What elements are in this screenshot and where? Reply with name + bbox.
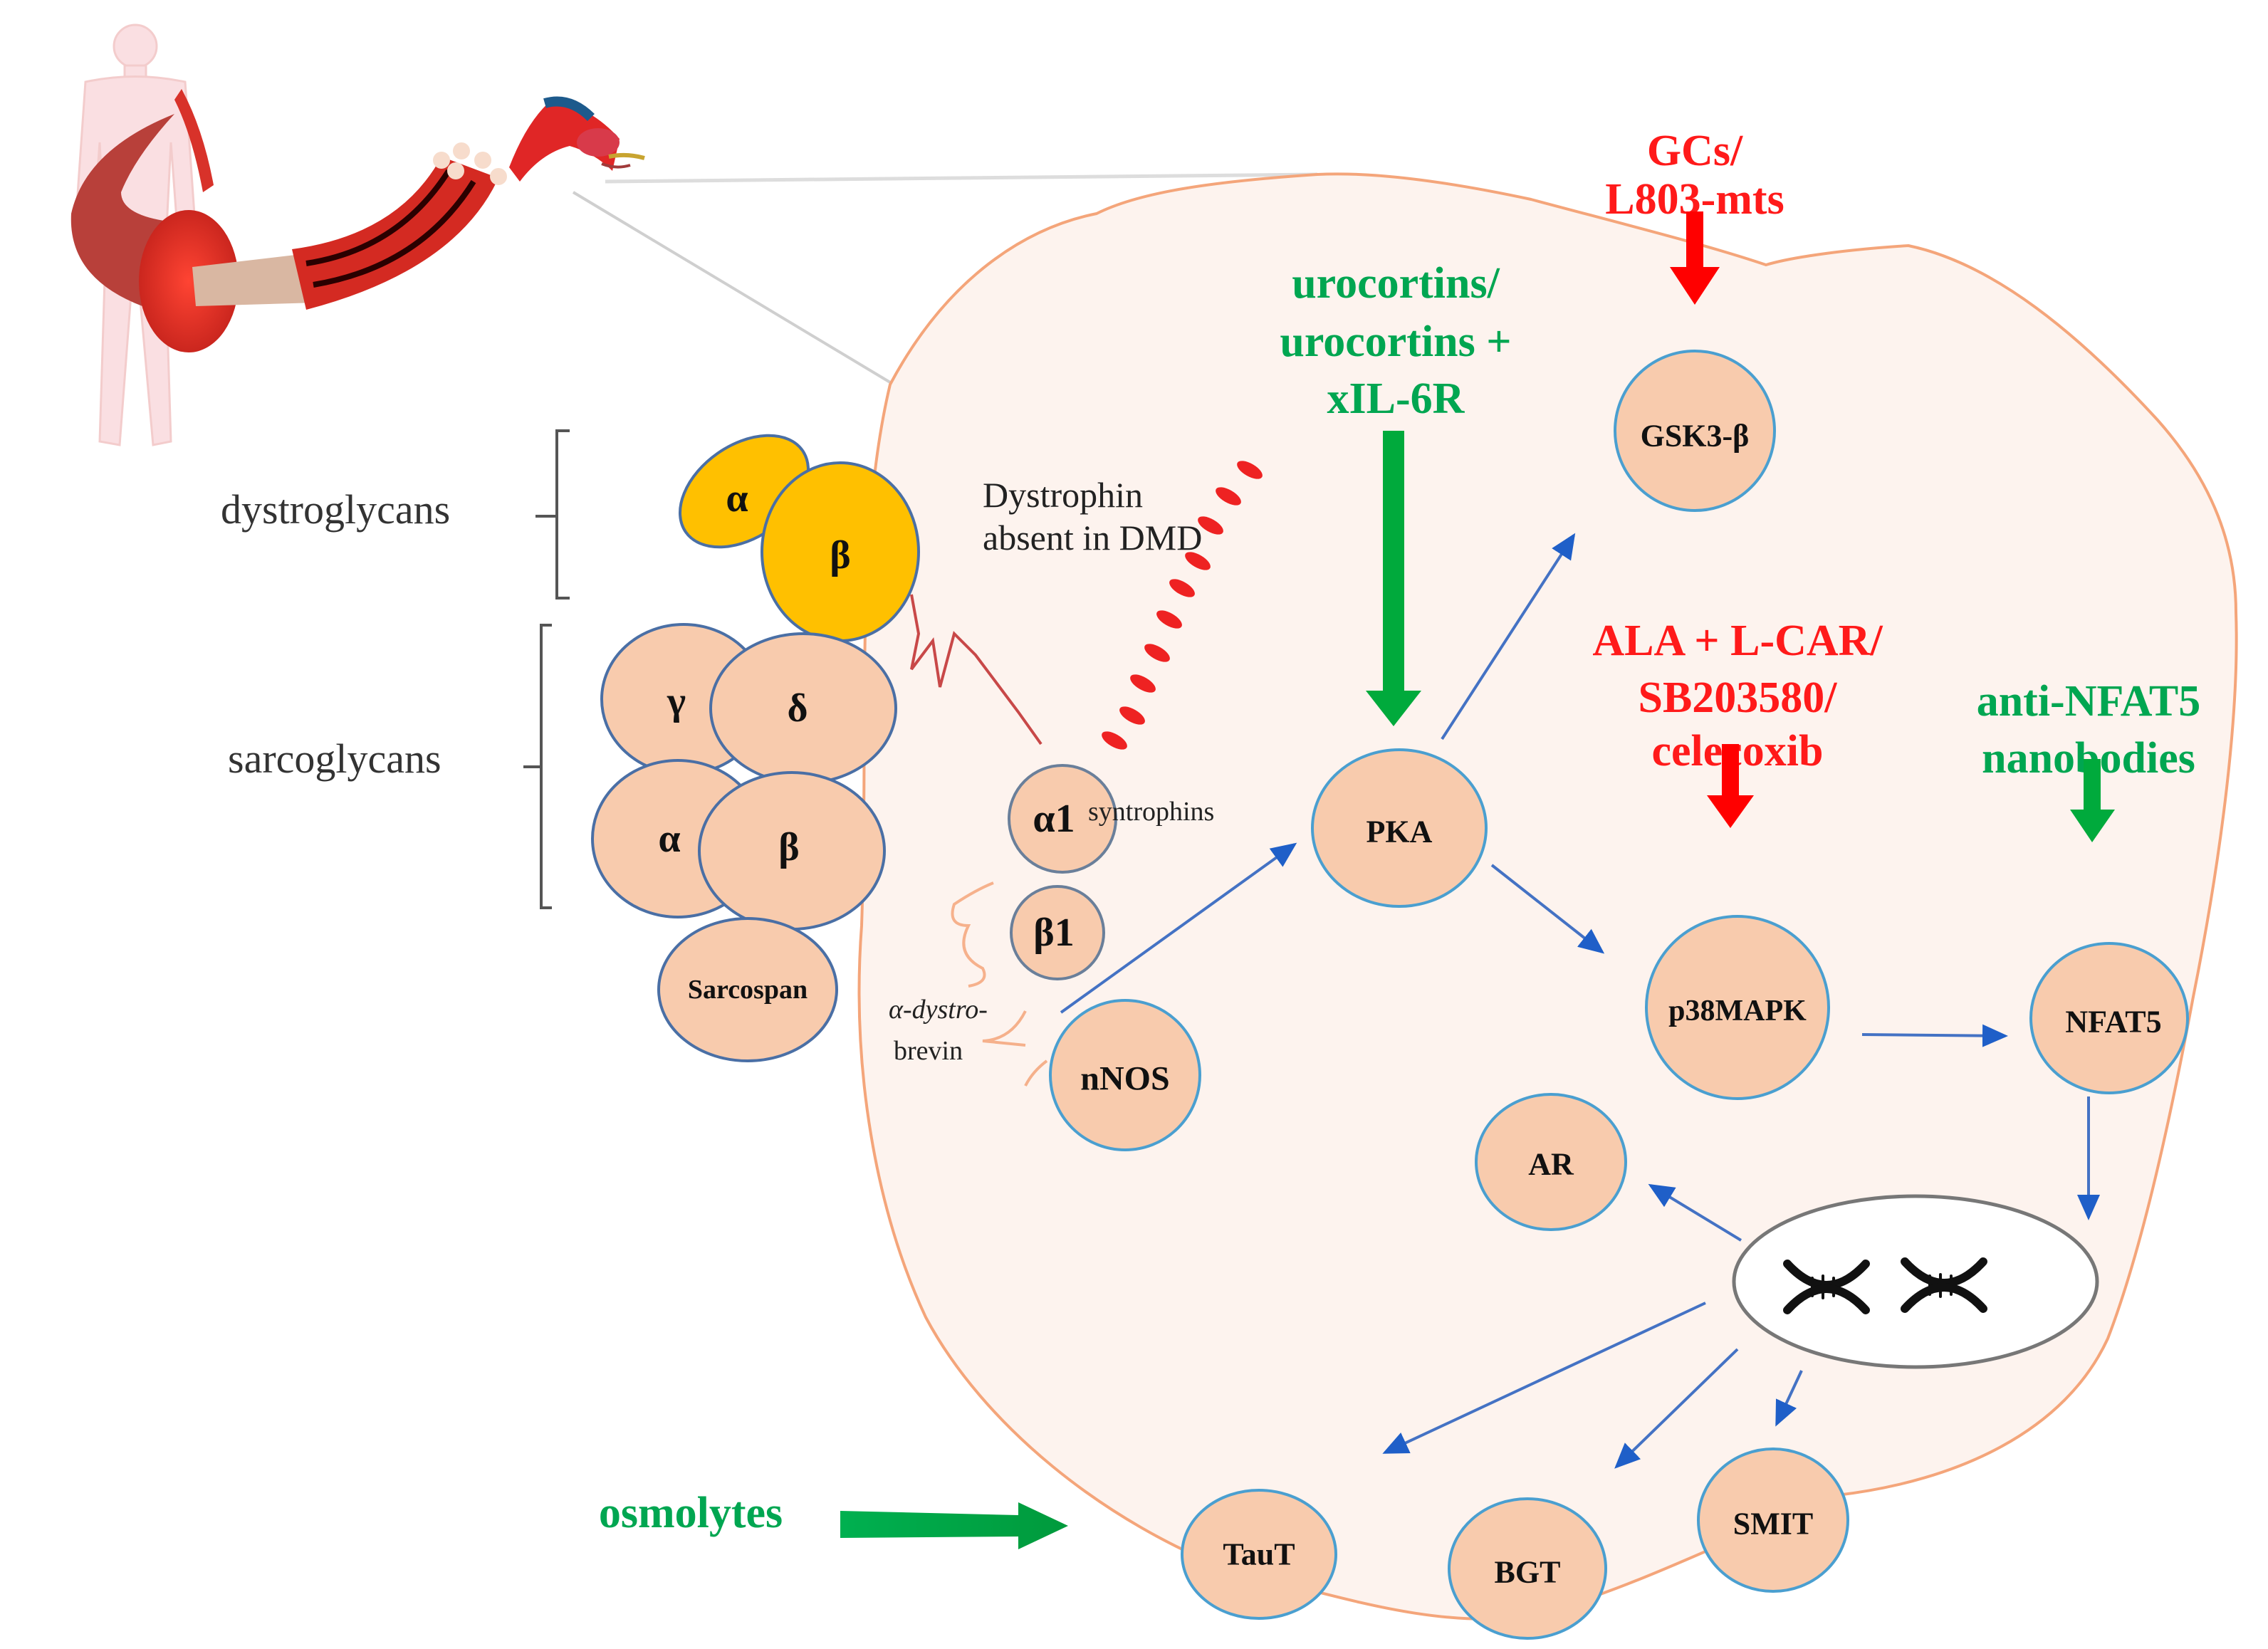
node-taut-label: TauT (1223, 1537, 1295, 1572)
dystrophin-note-line1: Dystrophin (983, 475, 1143, 515)
dystroglycans-label: dystroglycans (221, 486, 450, 533)
sarcoglycan-gamma-label: γ (667, 679, 686, 723)
drug-anti-nfat5-line1: anti-NFAT5 (1977, 677, 2201, 726)
arrow-urocortins-to-pka (1366, 431, 1421, 726)
sarcospan[interactable]: Sarcospan (657, 917, 838, 1062)
node-smit[interactable]: SMIT (1697, 1448, 1849, 1593)
sarcoglycan-alpha-label: α (658, 817, 680, 861)
arrow-nucleus-to-taut (1382, 1302, 1706, 1454)
arrow-anti-nfat5-to-nfat5 (2070, 759, 2115, 842)
sarcoglycans-bracket (523, 624, 552, 909)
node-gsk3b-label: GSK3-β (1641, 419, 1750, 454)
drug-osmolytes-label: osmolytes (599, 1489, 783, 1537)
arrow-ala-to-p38mapk (1707, 744, 1754, 828)
muscle-anatomy-illustration (70, 23, 1318, 446)
arm-muscle-icon (174, 89, 214, 192)
node-nfat5[interactable]: NFAT5 (2029, 942, 2189, 1094)
arrow-nucleus-to-ar (1648, 1183, 1742, 1242)
sarcoglycan-beta[interactable]: β (698, 771, 886, 931)
dystroglycan-beta[interactable]: β (761, 461, 920, 642)
dystrobrevin-label-line1: α-dystro- (889, 995, 988, 1025)
node-p38mapk[interactable]: p38MAPK (1645, 915, 1830, 1100)
node-ar[interactable]: AR (1475, 1093, 1627, 1231)
signal-arrows (1060, 533, 2100, 1469)
dystrobrevin-label-line2: brevin (894, 1036, 963, 1066)
arrow-gcs-to-gsk3b (1670, 211, 1720, 305)
node-p38mapk-label: p38MAPK (1668, 995, 1807, 1027)
node-pka[interactable]: PKA (1311, 748, 1488, 908)
dna-helix-icon (1783, 1257, 1987, 1314)
node-nfat5-label: NFAT5 (2065, 1005, 2161, 1040)
sarcospan-label: Sarcospan (688, 975, 808, 1005)
drug-urocortins-line1: urocortins/ (1292, 259, 1500, 308)
arrow-pka-to-p38mapk (1490, 864, 1605, 954)
zoom-guide-line-top (605, 172, 1318, 184)
dystroglycans-bracket (535, 429, 570, 600)
muscle-fascicle-icon (292, 142, 507, 310)
arrow-p38mapk-to-nfat5 (1861, 1024, 2008, 1047)
arrow-nucleus-to-smit (1775, 1370, 1803, 1427)
node-bgt-label: BGT (1495, 1555, 1561, 1590)
syntrophins-label: syntrophins (1088, 797, 1214, 827)
dystroglycan-alpha-label: α (726, 476, 748, 520)
node-nnos-label: nNOS (1080, 1060, 1169, 1098)
node-smit-label: SMIT (1733, 1507, 1813, 1541)
sarcoglycan-delta[interactable]: δ (709, 632, 897, 785)
muscle-belly-icon (70, 114, 317, 352)
syntrophin-alpha1[interactable]: α1 (1008, 764, 1117, 874)
sarcoglycans-label: sarcoglycans (228, 735, 441, 782)
syntrophin-beta1-label: β1 (1033, 911, 1075, 955)
node-bgt[interactable]: BGT (1448, 1497, 1607, 1640)
node-ar-label: AR (1528, 1147, 1574, 1182)
dystrophin-absent-dashes (1102, 461, 1263, 750)
arrow-osmolytes-to-taut (840, 1502, 1068, 1549)
drug-ala-line2: SB203580/ (1638, 674, 1837, 722)
syntrophin-alpha1-label: α1 (1033, 797, 1075, 841)
arrow-pka-to-gsk3b (1441, 533, 1576, 740)
drug-ala-line1: ALA + L-CAR/ (1592, 617, 1883, 665)
sarcoglycan-delta-label: δ (787, 686, 808, 731)
dystrophin-note-line2: absent in DMD (983, 518, 1202, 557)
dystrobrevin-squiggle (951, 881, 1048, 1087)
node-gsk3b[interactable]: GSK3-β (1614, 350, 1776, 512)
drug-urocortins-line3: xIL-6R (1327, 375, 1465, 423)
dystroglycan-beta-label: β (830, 533, 851, 577)
syntrophin-beta1[interactable]: β1 (1010, 885, 1105, 980)
arrow-nnos-to-pka (1060, 842, 1297, 1014)
node-nnos[interactable]: nNOS (1049, 999, 1201, 1151)
arrow-nucleus-to-bgt (1614, 1348, 1739, 1469)
node-pka-label: PKA (1366, 815, 1433, 849)
muscle-fiber-icon (509, 96, 645, 182)
drug-urocortins-line2: urocortins + (1280, 318, 1511, 366)
nucleus[interactable] (1732, 1194, 2099, 1369)
zoom-guide-line-bottom (572, 191, 895, 386)
node-taut[interactable]: TauT (1181, 1489, 1337, 1620)
dystrophin-linker-line (910, 594, 1042, 745)
sarcoglycan-beta-label: β (778, 825, 800, 869)
drug-gcs-line1: GCs/ (1647, 127, 1743, 175)
